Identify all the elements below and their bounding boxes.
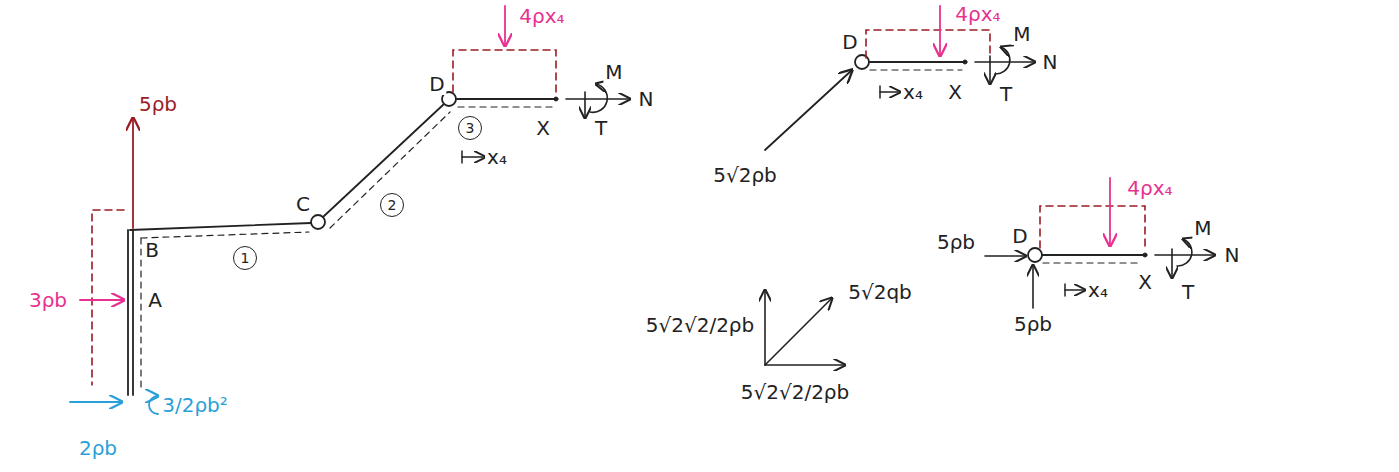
moment-label: M — [1011, 23, 1032, 45]
load-label: 3ρb — [27, 289, 69, 311]
hinge — [855, 55, 869, 69]
member-line — [869, 61, 965, 63]
cut-point — [554, 97, 558, 101]
force-label: T — [593, 117, 609, 139]
force-label: 5√2qb — [846, 281, 914, 303]
force-label: N — [1041, 51, 1060, 73]
member-number-text: 2 — [388, 198, 397, 212]
load-bracket — [1040, 206, 1145, 248]
moment-arrow — [995, 47, 1010, 74]
force-label: N — [637, 88, 656, 110]
axis-arrow — [880, 91, 900, 93]
member-line — [130, 223, 311, 230]
point-label: D — [427, 73, 446, 95]
member-number: 2 — [380, 193, 404, 217]
force-arrow — [504, 6, 506, 46]
axis-label: x₄ — [485, 146, 509, 168]
force-arrow — [70, 401, 122, 403]
force-arrow — [566, 98, 630, 100]
force-label: T — [998, 83, 1014, 105]
load-label: 4ρx₄ — [953, 3, 1002, 25]
point-label: D — [1010, 225, 1029, 247]
cut-point — [963, 60, 967, 64]
force-arrow — [584, 92, 586, 118]
moment-label: M — [1192, 217, 1213, 239]
moment-arrow — [149, 396, 158, 414]
force-label: N — [1223, 244, 1242, 266]
point-label: X — [1136, 271, 1154, 293]
load-label: 4ρx₄ — [1125, 177, 1174, 199]
force-arrow — [765, 364, 845, 366]
moment-label: 3/2ρb² — [160, 394, 230, 416]
member-line — [456, 98, 555, 100]
force-arrow — [989, 56, 991, 84]
point-label: D — [840, 31, 859, 53]
point-label: B — [143, 239, 161, 261]
force-arrow — [80, 299, 124, 301]
force-arrow — [132, 118, 134, 228]
force-arrow — [1155, 254, 1215, 256]
force-arrow — [765, 70, 852, 150]
fiber-line — [330, 112, 450, 228]
force-arrow — [1109, 178, 1111, 246]
force-arrow — [1032, 265, 1034, 308]
force-label: 5ρb — [137, 93, 179, 115]
member-number: 1 — [233, 246, 257, 270]
load-bracket — [866, 30, 990, 58]
force-arrow — [975, 61, 1035, 63]
member-line — [127, 230, 129, 395]
fiber-line — [140, 238, 141, 390]
point-label: C — [294, 193, 312, 215]
force-label: 2ρb — [77, 437, 119, 459]
point-label: A — [146, 289, 164, 311]
load-label: 4ρx₄ — [517, 5, 566, 27]
force-arrow — [1171, 249, 1173, 278]
force-label: 5√2ρb — [711, 164, 779, 186]
force-arrow — [764, 290, 766, 365]
axis-label: x₄ — [1086, 279, 1110, 301]
member-line — [132, 230, 134, 395]
force-arrow — [985, 255, 1026, 257]
force-arrow — [765, 298, 832, 365]
member-line — [323, 104, 444, 217]
point-label: X — [534, 117, 552, 139]
moment-arrow — [1177, 239, 1192, 266]
load-bracket — [453, 50, 556, 92]
cut-point — [1143, 253, 1147, 257]
member-number-text: 1 — [241, 251, 250, 265]
fiber-line — [1043, 262, 1142, 263]
member-number: 3 — [458, 116, 482, 140]
member-line — [1042, 254, 1145, 256]
force-label: 5√2√2/2ρb — [739, 381, 852, 403]
axis-arrow — [462, 156, 485, 158]
axis-label: x₄ — [901, 81, 925, 103]
moment-label: M — [603, 61, 624, 83]
fiber-line — [870, 69, 962, 70]
force-label: 5√2√2/2ρb — [644, 314, 757, 336]
hinge — [1028, 248, 1042, 262]
force-arrow — [939, 6, 941, 56]
load-bracket — [92, 210, 124, 385]
point-label: X — [946, 81, 964, 103]
axis-arrow — [1065, 289, 1085, 291]
force-label: T — [1180, 281, 1196, 303]
fiber-line — [141, 232, 309, 238]
force-label: 5ρb — [1012, 313, 1054, 335]
fiber-line — [458, 106, 552, 107]
moment-arrow — [590, 84, 607, 112]
force-label: 5ρb — [935, 231, 977, 253]
member-number-text: 3 — [466, 121, 475, 135]
